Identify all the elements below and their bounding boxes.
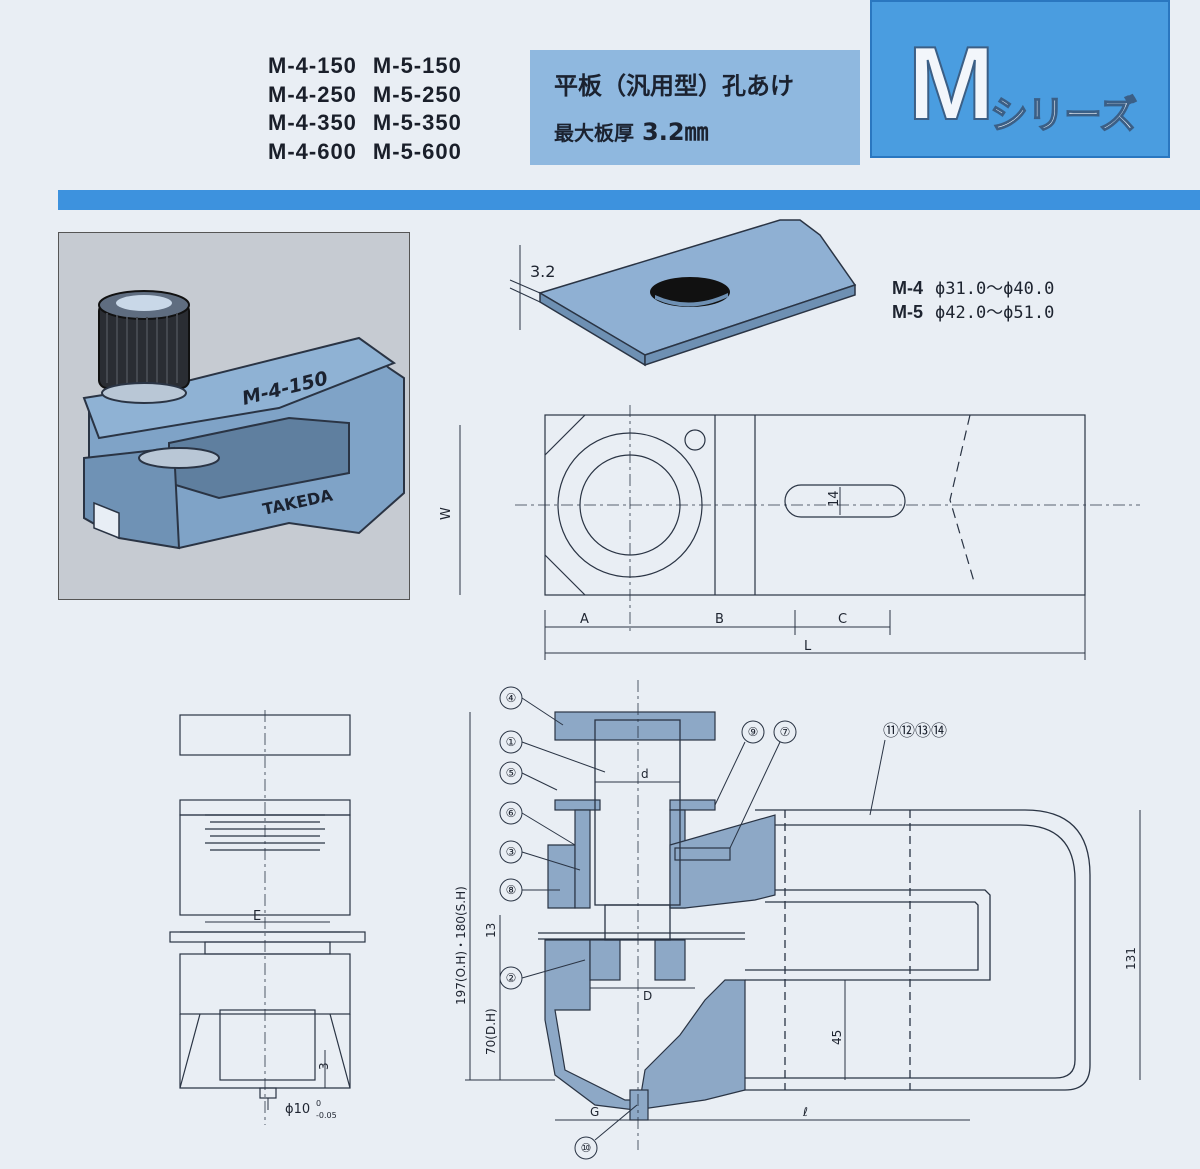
spec-range: ϕ42.0～ϕ51.0 xyxy=(935,303,1055,323)
dim-A: A xyxy=(580,612,589,627)
dim-height: 197(O.H)・180(S.H) xyxy=(454,886,468,1005)
plate-diagram: 3.2 xyxy=(509,219,857,367)
model-name: M-5-350 xyxy=(372,110,462,135)
dim-14: 14 xyxy=(827,490,842,507)
part-1-label: ① xyxy=(506,735,517,749)
dim-dh: 70(D.H) xyxy=(484,1008,498,1055)
dim-3: 3 xyxy=(317,1062,331,1070)
dim-L: L xyxy=(804,639,812,654)
part-5-label: ⑤ xyxy=(506,766,517,780)
max-thickness-label: 最大板厚 xyxy=(554,121,634,145)
series-letter: M xyxy=(907,26,996,142)
model-name: M-5-150 xyxy=(372,53,462,78)
part-2-label: ② xyxy=(506,971,517,985)
part-7-label: ⑦ xyxy=(780,725,791,739)
dim-D: D xyxy=(643,989,652,1003)
model-row: M-4-250 M-5-250 xyxy=(268,81,462,110)
series-badge: M シリーズ xyxy=(870,0,1170,158)
header-divider xyxy=(58,190,1200,210)
spec-range: ϕ31.0～ϕ40.0 xyxy=(935,279,1055,299)
dim-13: 13 xyxy=(484,923,498,938)
spec-row: M-5 ϕ42.0～ϕ51.0 xyxy=(892,301,1054,325)
front-view-drawing: E 3 ϕ10 0 -0.05 xyxy=(169,710,366,1125)
part-6-label: ⑥ xyxy=(506,806,517,820)
model-row: M-4-600 M-5-600 xyxy=(268,138,462,167)
series-name: シリーズ xyxy=(989,92,1138,138)
punch-tool-illustration: M-4-150 TAKEDA xyxy=(82,290,405,550)
product-photo: M-4-150 TAKEDA xyxy=(58,232,410,600)
max-thickness-value: 3.2㎜ xyxy=(642,118,709,146)
part-8-label: ⑧ xyxy=(506,883,517,897)
dim-E: E xyxy=(253,909,261,924)
model-name: M-4-150 xyxy=(268,53,357,78)
dim-45: 45 xyxy=(830,1030,844,1045)
dim-131: 131 xyxy=(1124,947,1138,970)
model-name: M-4-250 xyxy=(268,81,357,107)
section-view-drawing: ④ ① ⑤ ⑥ ③ ⑧ ② ⑨ ⑦ ⑪⑫⑬⑭ ⑩ d D G ℓ 197(O.H… xyxy=(454,680,1141,1160)
dim-l: ℓ xyxy=(802,1105,808,1119)
spec-row: M-4 ϕ31.0～ϕ40.0 xyxy=(892,277,1054,301)
model-name: M-5-250 xyxy=(372,81,462,107)
dim-C: C xyxy=(838,612,847,627)
model-name: M-4-600 xyxy=(268,138,357,164)
pin-tolerance-upper: 0 xyxy=(316,1099,321,1108)
diameter-specs: M-4 ϕ31.0～ϕ40.0 M-5 ϕ42.0～ϕ51.0 xyxy=(892,277,1054,325)
model-name: M-5-600 xyxy=(372,138,462,164)
dim-d: d xyxy=(641,767,649,781)
max-thickness: 最大板厚 3.2㎜ xyxy=(554,112,709,147)
part-9-label: ⑨ xyxy=(748,725,759,739)
part-3-label: ③ xyxy=(506,845,517,859)
top-view-drawing: W 14 A B C L xyxy=(440,405,1140,660)
dim-G: G xyxy=(590,1105,599,1119)
spec-model: M-5 xyxy=(892,302,923,322)
model-row: M-4-150 M-5-150 xyxy=(268,52,462,81)
plate-thickness-label: 3.2 xyxy=(530,262,555,281)
part-10-label: ⑩ xyxy=(581,1141,592,1155)
model-name: M-4-350 xyxy=(268,110,357,135)
dim-B: B xyxy=(715,612,724,627)
part-4-label: ④ xyxy=(506,691,517,705)
dim-W: W xyxy=(440,507,454,520)
part-11-14-label: ⑪⑫⑬⑭ xyxy=(883,721,947,740)
info-box: 平板（汎用型）孔あけ 最大板厚 3.2㎜ xyxy=(530,50,860,165)
pin-tolerance-lower: -0.05 xyxy=(316,1111,337,1120)
model-row: M-4-350 M-5-350 xyxy=(268,109,462,138)
page-title: 平板（汎用型）孔あけ xyxy=(554,72,794,100)
pin-diameter: ϕ10 xyxy=(285,1102,310,1117)
spec-model: M-4 xyxy=(892,278,923,298)
